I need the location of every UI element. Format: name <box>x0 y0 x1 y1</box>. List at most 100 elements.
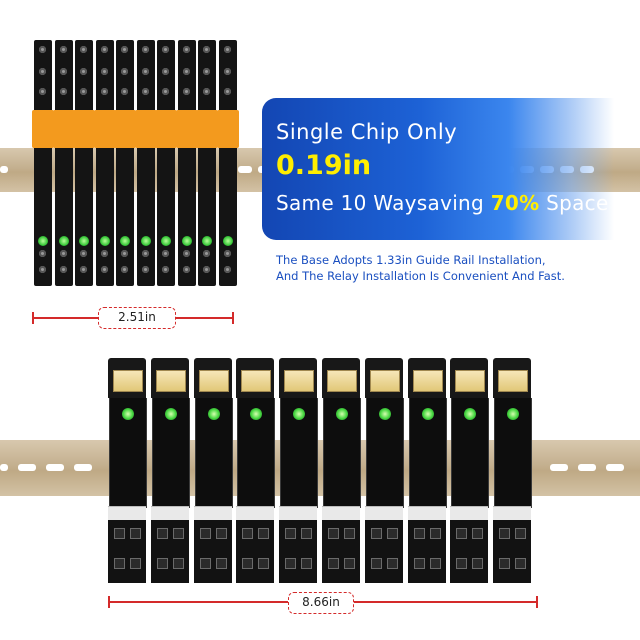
relay-cap <box>150 358 189 398</box>
terminal-screw-icon <box>141 68 149 75</box>
status-led-icon <box>122 408 134 420</box>
terminal-icon <box>130 528 141 539</box>
relay-module <box>150 358 190 583</box>
status-led-icon <box>293 408 306 420</box>
label-strip <box>236 506 275 521</box>
terminal-icon <box>328 528 339 539</box>
terminal-icon <box>386 528 398 539</box>
relay-coil <box>455 370 486 392</box>
relay-body <box>451 398 490 508</box>
release-tab <box>93 110 116 148</box>
bottom-dimension-label: 8.66in <box>288 592 354 614</box>
terminal-screw-icon <box>182 68 190 75</box>
terminal-screw-icon <box>39 68 46 75</box>
relay-coil <box>284 370 315 392</box>
label-strip <box>108 506 146 521</box>
terminal-icon <box>328 558 339 569</box>
label-strip <box>407 506 446 521</box>
terminal-screw-icon <box>100 266 108 273</box>
terminal-icon <box>172 558 184 569</box>
release-tab <box>32 110 54 148</box>
label-strip <box>150 506 189 521</box>
relay-coil <box>412 370 443 392</box>
terminal-icon <box>456 528 468 539</box>
terminal-screw-icon <box>39 46 46 53</box>
terminal-screw-icon <box>203 88 210 95</box>
terminal-icon <box>114 528 125 539</box>
label-strip <box>364 506 403 521</box>
relay-body <box>109 398 147 508</box>
relay-body <box>365 398 404 508</box>
terminal-icon <box>242 558 254 569</box>
slim-relay <box>93 40 116 286</box>
terminal-icon <box>130 558 141 569</box>
relay-coil <box>113 370 143 392</box>
status-led-icon <box>79 236 89 246</box>
relay-base <box>493 520 532 583</box>
relay-cap <box>364 358 403 398</box>
relay-module <box>108 358 147 583</box>
terminal-screw-icon <box>182 266 190 273</box>
slim-relay-group <box>0 0 640 300</box>
status-led-icon <box>421 408 434 420</box>
release-tab <box>216 110 239 148</box>
terminal-screw-icon <box>121 250 128 257</box>
terminal-screw-icon <box>203 68 210 75</box>
terminal-icon <box>429 558 441 569</box>
slim-relay <box>175 40 198 286</box>
relay-body <box>237 398 276 508</box>
terminal-icon <box>499 558 511 569</box>
status-led-icon <box>507 408 520 420</box>
slim-relay <box>114 40 136 286</box>
relay-module <box>279 358 319 583</box>
relay-module <box>493 358 533 583</box>
status-led-icon <box>140 236 151 246</box>
relay-base <box>193 520 232 583</box>
terminal-icon <box>429 528 441 539</box>
terminal-icon <box>114 558 125 569</box>
status-led-icon <box>207 408 220 420</box>
banner-saving-line: Same 10 Waysaving 70% Space <box>276 191 609 215</box>
relay-coil <box>198 370 229 392</box>
terminal-screw-icon <box>223 46 231 53</box>
terminal-screw-icon <box>80 88 87 95</box>
terminal-icon <box>472 558 484 569</box>
relay-base <box>236 520 275 583</box>
status-led-icon <box>161 236 171 246</box>
terminal-screw-icon <box>80 266 87 273</box>
release-tab <box>73 110 95 148</box>
relay-base <box>407 520 446 583</box>
terminal-screw-icon <box>39 266 46 273</box>
terminal-icon <box>301 528 313 539</box>
relay-base <box>108 520 146 583</box>
slim-relay <box>216 40 239 286</box>
banner-title: Single Chip Only <box>276 120 458 144</box>
relay-cap <box>279 358 318 398</box>
status-led-icon <box>181 236 192 246</box>
terminal-screw-icon <box>162 46 169 53</box>
terminal-screw-icon <box>162 250 169 257</box>
release-tab <box>155 110 177 148</box>
relay-body <box>280 398 319 508</box>
relay-coil <box>369 370 400 392</box>
terminal-screw-icon <box>182 46 190 53</box>
terminal-screw-icon <box>39 88 46 95</box>
label-strip <box>493 506 532 521</box>
terminal-screw-icon <box>182 88 190 95</box>
terminal-icon <box>258 528 270 539</box>
terminal-icon <box>413 528 425 539</box>
release-tab <box>114 110 136 148</box>
status-led-icon <box>164 408 177 420</box>
slim-relay <box>196 40 218 286</box>
terminal-icon <box>199 558 211 569</box>
slim-relay <box>32 40 54 286</box>
terminal-screw-icon <box>162 266 169 273</box>
terminal-screw-icon <box>39 250 46 257</box>
status-led-icon <box>99 236 110 246</box>
terminal-screw-icon <box>141 266 149 273</box>
terminal-screw-icon <box>59 266 67 273</box>
label-strip <box>193 506 232 521</box>
banner-saving-highlight: 70% <box>490 191 540 215</box>
slim-relay <box>134 40 157 286</box>
